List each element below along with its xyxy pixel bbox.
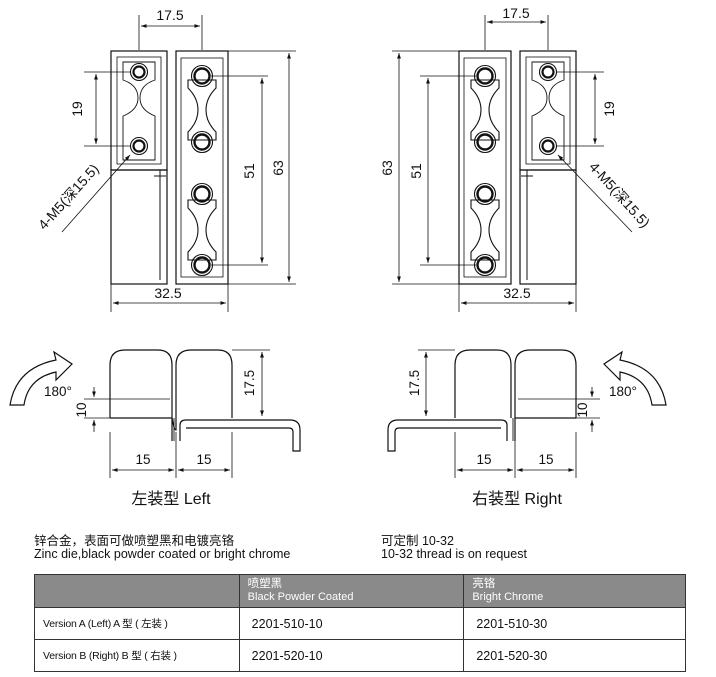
left-dim-offset: 10 <box>74 402 89 417</box>
row-b-black: 2201-520-10 <box>238 639 465 672</box>
header-chrome-en: Bright Chrome <box>472 591 544 603</box>
table-row: Version A (Left) A 型 ( 左装 ) 2201-510-10 … <box>34 607 686 640</box>
right-caption: 右装型 Right <box>472 490 562 508</box>
part-number-table: 喷塑黑 Black Powder Coated 亮铬 Bright Chrome… <box>34 574 686 672</box>
table-row: Version B (Right) B 型 ( 右装 ) 2201-520-10… <box>34 639 686 672</box>
left-caption: 左装型 Left <box>131 490 211 508</box>
right-dim-height-total: 63 <box>379 160 395 176</box>
right-dim-angle: 180° <box>609 384 637 399</box>
custom-thread-note: 可定制 10-32 10-32 thread is on request <box>381 535 527 561</box>
left-dim-knuckle-height: 17.5 <box>242 370 257 396</box>
left-dimension-lines <box>61 15 296 312</box>
header-bright-chrome: 亮铬 Bright Chrome <box>463 574 686 608</box>
right-dim-base-width: 32.5 <box>503 285 530 301</box>
right-dim-hole-pitch: 19 <box>601 101 617 117</box>
right-dim-knuckle-height: 17.5 <box>407 370 422 396</box>
header-black-powder: 喷塑黑 Black Powder Coated <box>238 574 465 608</box>
left-dim-angle: 180° <box>44 384 72 399</box>
right-dim-width-top: 17.5 <box>502 5 529 21</box>
right-hinge-side-view <box>387 349 577 452</box>
left-dim-leaf-width-1: 15 <box>135 452 150 467</box>
left-dim-width-top: 17.5 <box>156 7 183 23</box>
left-dim-inner-pitch: 51 <box>241 163 257 179</box>
left-dim-leaf-width-2: 15 <box>196 452 211 467</box>
right-dim-leaf-width-2: 15 <box>538 452 553 467</box>
technical-drawing: 17.5 19 4-M5(深15.5) 51 63 32.5 <box>9 5 667 508</box>
right-rotation-arrow-icon <box>603 350 667 406</box>
left-dim-hole-pitch: 19 <box>69 101 85 117</box>
left-dim-base-width: 32.5 <box>154 285 181 301</box>
left-hinge-front-view <box>110 50 229 285</box>
right-dim-offset: 10 <box>575 402 590 417</box>
header-version <box>34 574 240 608</box>
right-hinge-front-view <box>458 50 577 285</box>
table-header-row: 喷塑黑 Black Powder Coated 亮铬 Bright Chrome <box>34 574 686 608</box>
row-a-label: Version A (Left) A 型 ( 左装 ) <box>34 607 240 640</box>
material-note-cn: 锌合金，表面可做喷塑黑和电镀亮铬 <box>34 534 235 548</box>
right-dim-inner-pitch: 51 <box>408 163 424 179</box>
row-b-chrome: 2201-520-30 <box>463 639 686 672</box>
row-a-chrome: 2201-510-30 <box>463 607 686 640</box>
left-hinge-side-view <box>109 349 301 452</box>
material-note-en: Zinc die,black powder coated or bright c… <box>34 547 291 561</box>
material-note: 锌合金，表面可做喷塑黑和电镀亮铬 Zinc die,black powder c… <box>34 535 290 561</box>
header-chrome-cn: 亮铬 <box>472 578 496 590</box>
custom-note-cn: 可定制 10-32 <box>381 534 454 548</box>
right-dimension-lines <box>392 15 633 312</box>
header-black-en: Black Powder Coated <box>247 591 354 603</box>
row-a-black: 2201-510-10 <box>238 607 465 640</box>
left-rotation-arrow-icon <box>9 350 73 406</box>
right-dim-leaf-width-1: 15 <box>476 452 491 467</box>
header-black-cn: 喷塑黑 <box>247 578 283 590</box>
row-b-label: Version B (Right) B 型 ( 右装 ) <box>34 639 240 672</box>
left-dim-thread: 4-M5(深15.5) <box>35 161 102 233</box>
custom-note-en: 10-32 thread is on request <box>381 547 527 561</box>
left-dim-height-total: 63 <box>270 160 286 176</box>
